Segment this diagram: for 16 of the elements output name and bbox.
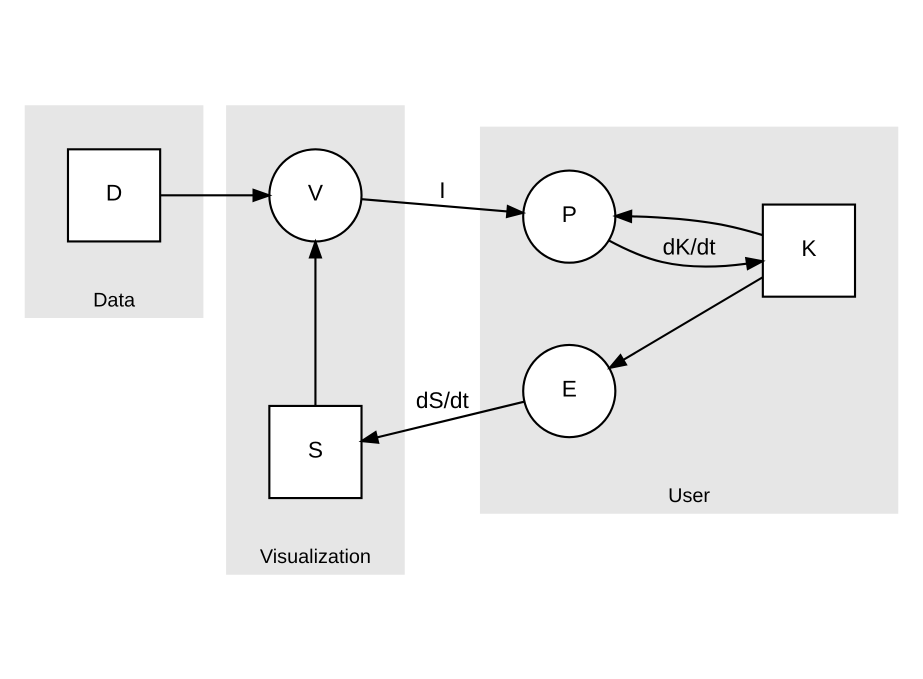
arrow: [608, 239, 766, 270]
node-circle: V: [268, 148, 363, 242]
arrow: [607, 276, 764, 369]
node-box: K: [762, 203, 856, 298]
node-circle: E: [522, 343, 616, 438]
edge-label: I: [439, 176, 446, 202]
edge-label: dK/dt: [662, 233, 716, 260]
arrow: [362, 198, 526, 218]
edge-label: dS/dt: [416, 386, 469, 412]
node-box: D: [66, 148, 162, 242]
node-circle: P: [522, 168, 616, 264]
arrow: [358, 400, 524, 444]
arrow: [308, 238, 322, 406]
arrow: [160, 188, 272, 202]
arrow: [612, 208, 763, 236]
node-box: S: [268, 404, 363, 499]
